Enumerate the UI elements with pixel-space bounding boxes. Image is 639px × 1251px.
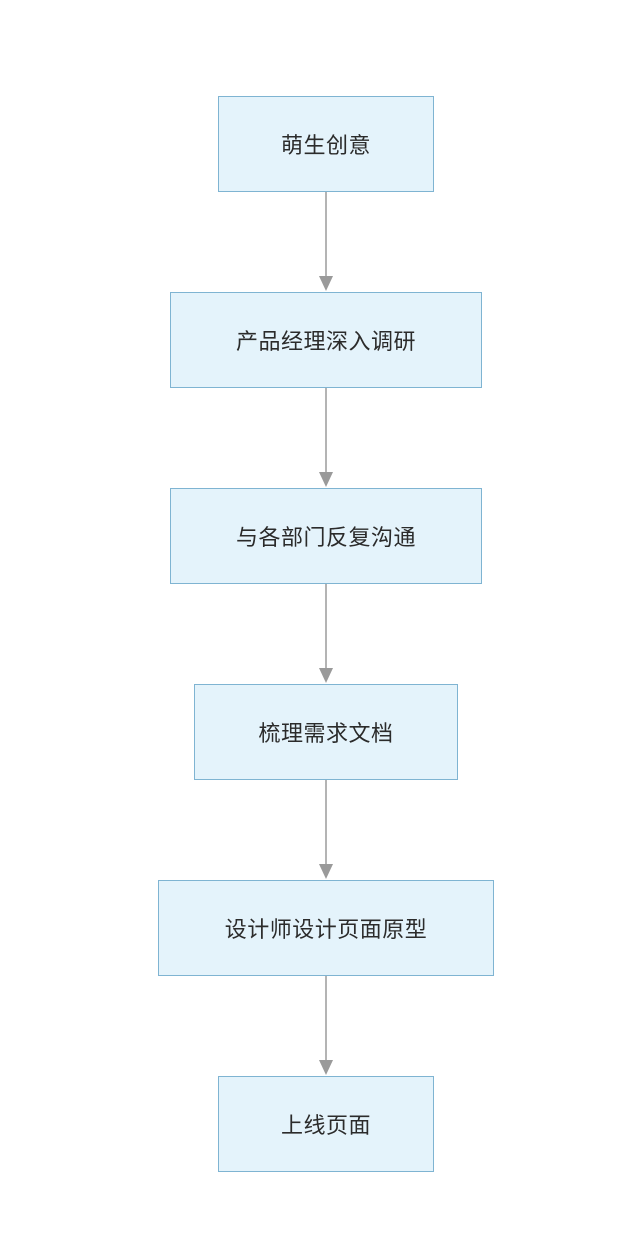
flow-step-label: 上线页面: [280, 1114, 371, 1139]
connector-2-3: [319, 388, 333, 487]
flow-step-prototype: 设计师设计页面原型: [158, 880, 494, 976]
flow-step-communication: 与各部门反复沟通: [170, 488, 482, 584]
connector-1-2: [319, 192, 333, 291]
flow-step-requirements: 梳理需求文档: [194, 684, 458, 780]
flow-step-label: 产品经理深入调研: [235, 330, 416, 355]
arrowhead-icon: [319, 276, 333, 291]
flow-step-research: 产品经理深入调研: [170, 292, 482, 388]
flow-step-idea: 萌生创意: [218, 96, 434, 192]
flow-step-label: 萌生创意: [280, 134, 371, 159]
connector-3-4: [319, 584, 333, 683]
arrowhead-icon: [319, 472, 333, 487]
flow-step-label: 梳理需求文档: [258, 722, 394, 747]
arrowhead-icon: [319, 864, 333, 879]
flow-step-label: 与各部门反复沟通: [235, 526, 416, 551]
flow-step-label: 设计师设计页面原型: [224, 918, 428, 943]
arrowhead-icon: [319, 668, 333, 683]
arrowhead-icon: [319, 1060, 333, 1075]
flow-step-launch: 上线页面: [218, 1076, 434, 1172]
connector-4-5: [319, 780, 333, 879]
connector-5-6: [319, 976, 333, 1075]
